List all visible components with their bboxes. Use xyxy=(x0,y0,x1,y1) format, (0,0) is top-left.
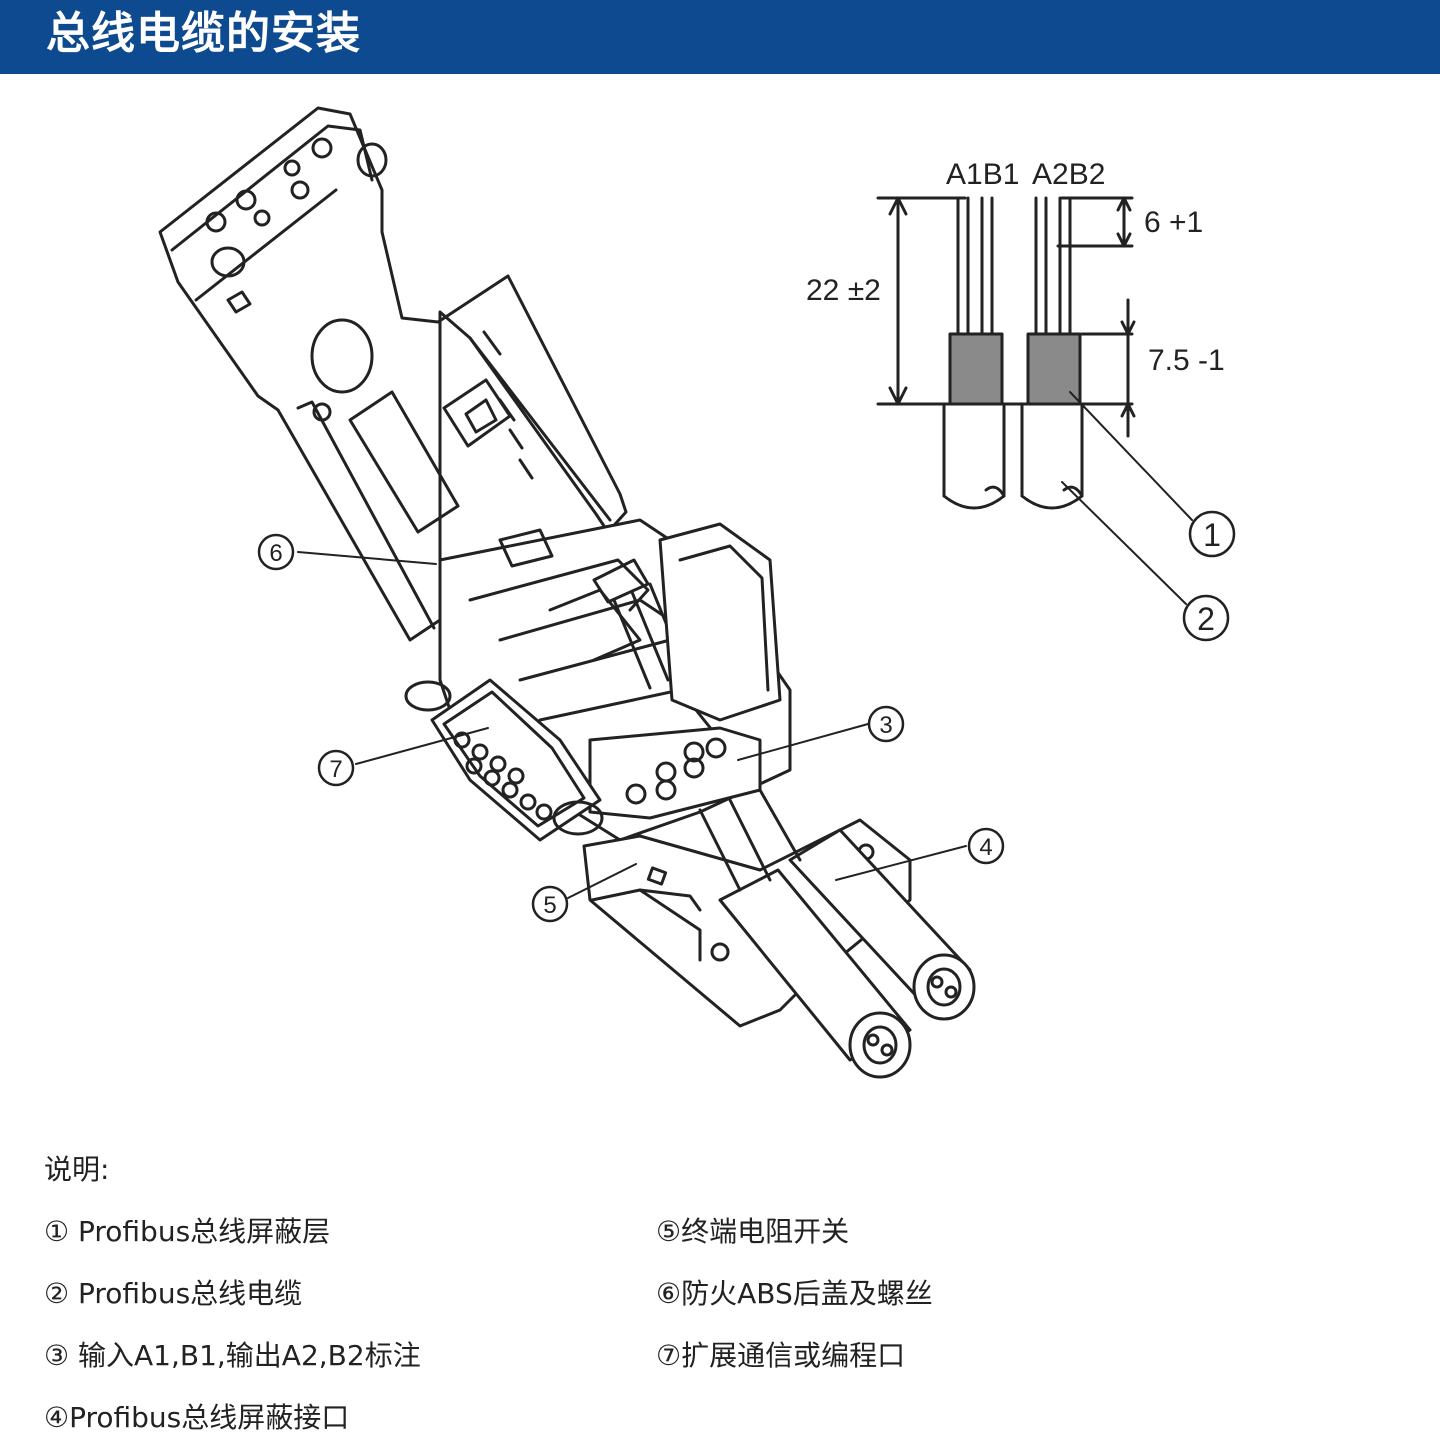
legend-item-5: ⑤终端电阻开关 xyxy=(656,1215,850,1248)
wire-label-a1b1: A1B1 xyxy=(946,158,1019,191)
callout-circle-7 xyxy=(317,749,355,787)
callout-circle-2 xyxy=(1182,594,1230,642)
callout-label-7: 7 xyxy=(329,756,342,783)
legend-item-2: ② Profibus总线电缆 xyxy=(44,1277,303,1310)
callout-label-4: 4 xyxy=(979,834,992,861)
callout-circle-3 xyxy=(867,705,905,743)
wire-label-a2b2: A2B2 xyxy=(1032,158,1105,191)
stripping-dimension-drawing xyxy=(876,196,1136,510)
connector-cover xyxy=(158,106,628,642)
legend-item-3: ③ 输入A1,B1,输出A2,B2标注 xyxy=(44,1339,421,1372)
connector-diagram: 1 2 3 4 5 6 7 A1B1 A2B2 22 ±2 6 +1 7.5 -… xyxy=(158,106,1236,1079)
callout-leaders xyxy=(297,391,1193,899)
legend-item-1: ① Profibus总线屏蔽层 xyxy=(44,1215,331,1248)
header-bar: 总线电缆的安装 xyxy=(0,0,1440,74)
callout-label-5: 5 xyxy=(543,892,556,919)
legend-item-4: ④Profibus总线屏蔽接口 xyxy=(44,1401,350,1434)
bus-cables xyxy=(698,788,976,1079)
callout-circle-5 xyxy=(531,885,569,923)
callout-circle-1 xyxy=(1188,510,1236,558)
dimension-total-length: 22 ±2 xyxy=(806,274,881,307)
db9-socket xyxy=(404,678,604,842)
callout-markers xyxy=(257,510,1236,923)
callout-label-6: 6 xyxy=(269,540,282,567)
connector-body xyxy=(438,518,792,842)
dimension-shield-length: 7.5 -1 xyxy=(1148,344,1225,377)
callout-circle-4 xyxy=(967,827,1005,865)
legend-item-7: ⑦扩展通信或编程口 xyxy=(656,1339,906,1372)
dimension-strip-length: 6 +1 xyxy=(1144,206,1203,239)
legend-item-6: ⑥防火ABS后盖及螺丝 xyxy=(656,1277,933,1310)
callout-label-1: 1 xyxy=(1203,517,1221,553)
callout-circle-6 xyxy=(257,533,295,571)
legend-title: 说明: xyxy=(44,1153,110,1186)
callout-label-3: 3 xyxy=(879,712,892,739)
callout-label-2: 2 xyxy=(1197,601,1215,637)
page-title: 总线电缆的安装 xyxy=(46,8,361,59)
